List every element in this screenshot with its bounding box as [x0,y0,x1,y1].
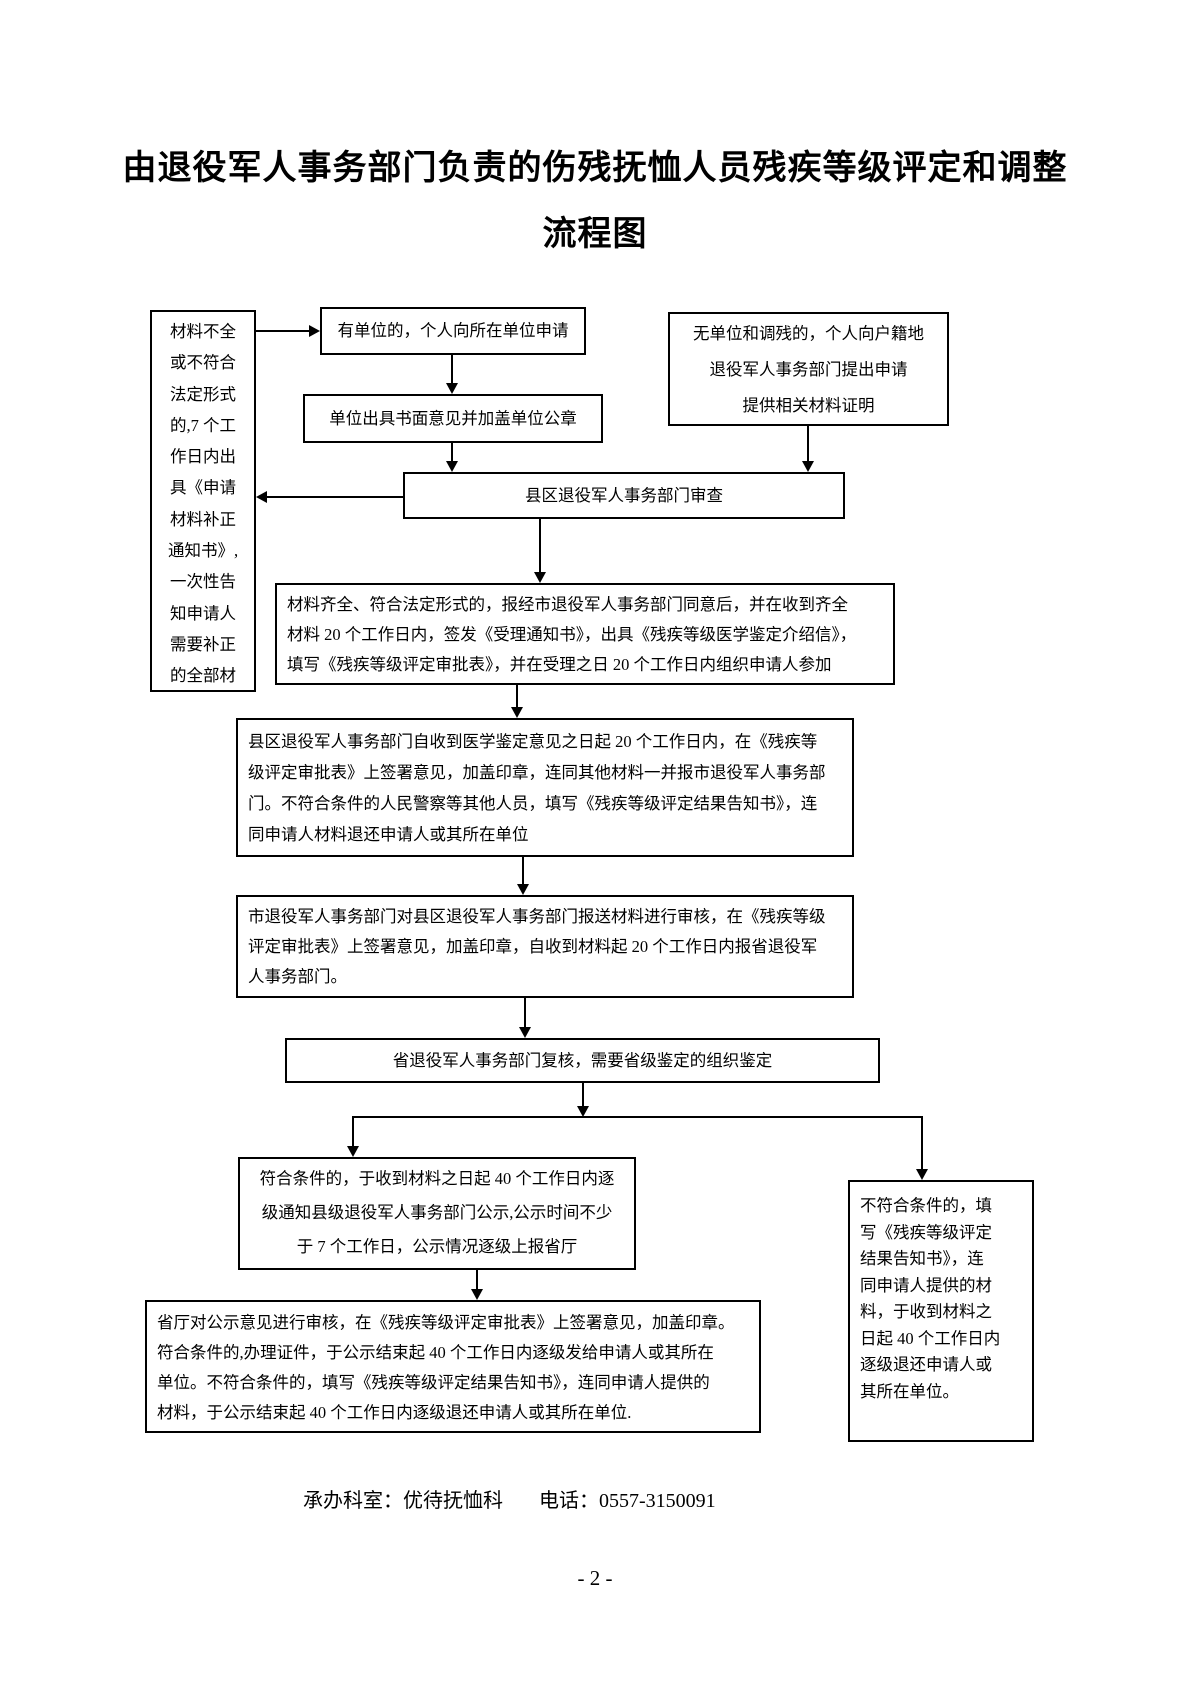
node-qualified-publicity: 符合条件的，于收到材料之日起 40 个工作日内逐 级通知县级退役军人事务部门公示… [238,1157,636,1270]
arrowhead-down-icon [517,884,529,895]
connector-opinion-to-county [451,443,453,461]
page-title: 由退役军人事务部门负责的伤残抚恤人员残疾等级评定和调整 [122,150,1068,187]
connector-supplement-to-unit [256,330,312,332]
node-apply-via-unit: 有单位的，个人向所在单位申请 [320,307,586,355]
connector-split-to-unqualified [921,1118,923,1170]
connector-province-to-split [582,1083,584,1106]
arrowhead-down-icon [511,707,523,718]
node-unqualified-return: 不符合条件的，填 写《残疾等级评定 结果告知书》，连 同申请人提供的材 料，于收… [848,1180,1034,1442]
node-unit-opinion: 单位出具书面意见并加盖单位公章 [303,394,603,443]
footer: 承办科室：优待抚恤科 电话：0557-3150091 [303,1484,716,1513]
arrowhead-down-icon [347,1146,359,1157]
connector-county-to-supplement [265,496,403,498]
node-province-review: 省退役军人事务部门复核，需要省级鉴定的组织鉴定 [285,1038,880,1083]
connector-branch-bar [352,1116,923,1118]
arrowhead-down-icon [519,1027,531,1038]
node-supplement-notice: 材料不全 或不符合 法定形式 的,7 个工 作日内出 具《申请 材料补正 通知书… [150,310,256,692]
node-county-report: 县区退役军人事务部门自收到医学鉴定意见之日起 20 个工作日内，在《残疾等 级评… [236,718,854,857]
connector-report-to-city [522,857,524,884]
arrowhead-down-icon [534,572,546,583]
connector-split-to-qualified [352,1118,354,1148]
arrowhead-down-icon [446,383,458,394]
node-apply-direct: 无单位和调残的，个人向户籍地 退役军人事务部门提出申请 提供相关材料证明 [668,312,949,426]
arrowhead-left-icon [256,491,267,503]
page-number: - 2 - [577,1566,613,1590]
connector-direct-to-county [807,426,809,461]
arrowhead-down-icon [471,1289,483,1300]
arrowhead-down-icon [577,1106,589,1117]
footer-phone: 电话：0557-3150091 [539,1490,716,1512]
page-title-line2: 流程图 [542,216,648,253]
arrowhead-down-icon [916,1169,928,1180]
connector-accept-to-report [516,685,518,707]
arrowhead-down-icon [802,461,814,472]
arrowhead-down-icon [446,461,458,472]
node-county-accept: 材料齐全、符合法定形式的，报经市退役军人事务部门同意后，并在收到齐全 材料 20… [275,583,895,685]
footer-office: 承办科室：优待抚恤科 [303,1490,503,1512]
connector-city-to-province [524,998,526,1027]
node-city-review: 市退役军人事务部门对县区退役军人事务部门报送材料进行审核，在《残疾等级 评定审批… [236,895,854,998]
arrowhead-right-icon [309,325,320,337]
connector-county-to-accept [539,519,541,572]
connector-unit-to-opinion [451,355,453,383]
node-county-review: 县区退役军人事务部门审查 [403,472,845,519]
node-province-final: 省厅对公示意见进行审核，在《残疾等级评定审批表》上签署意见，加盖印章。 符合条件… [145,1300,761,1433]
connector-qualified-to-final [476,1270,478,1291]
